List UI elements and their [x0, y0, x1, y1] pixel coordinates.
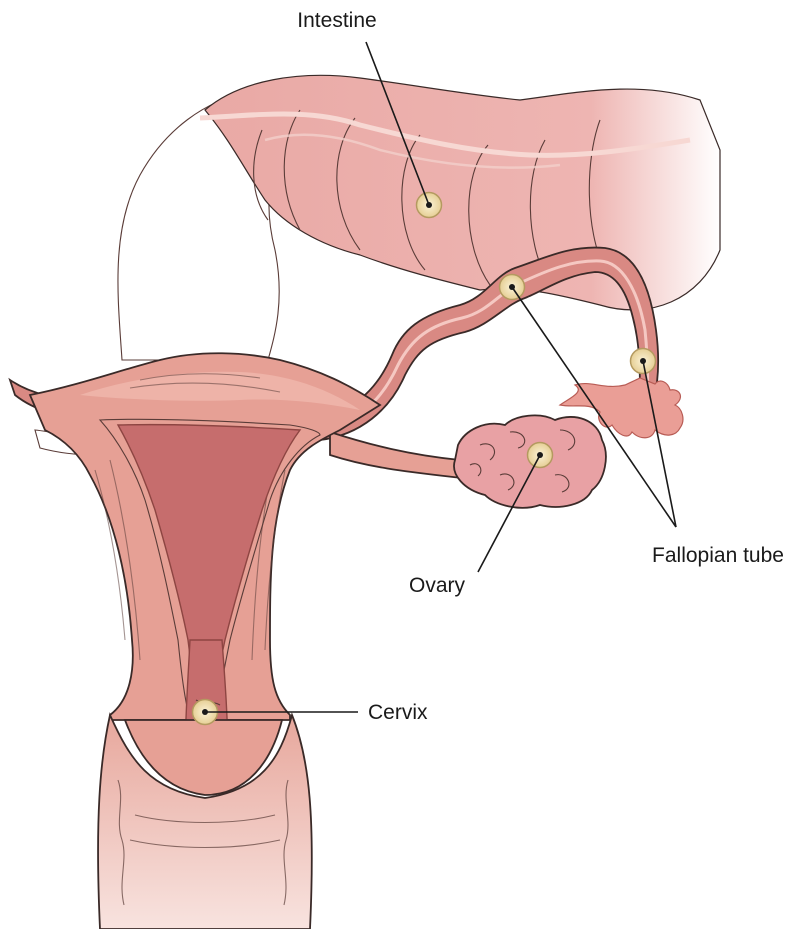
label-fallopian-tube: Fallopian tube	[652, 544, 784, 567]
intestine-body	[205, 75, 720, 310]
label-cervix: Cervix	[368, 701, 428, 724]
fallopian-tube	[318, 248, 683, 440]
label-ovary: Ovary	[409, 574, 466, 597]
uterus	[30, 353, 380, 795]
ovarian-ligament	[330, 432, 462, 478]
label-intestine: Intestine	[297, 9, 376, 32]
intestine	[118, 75, 720, 360]
